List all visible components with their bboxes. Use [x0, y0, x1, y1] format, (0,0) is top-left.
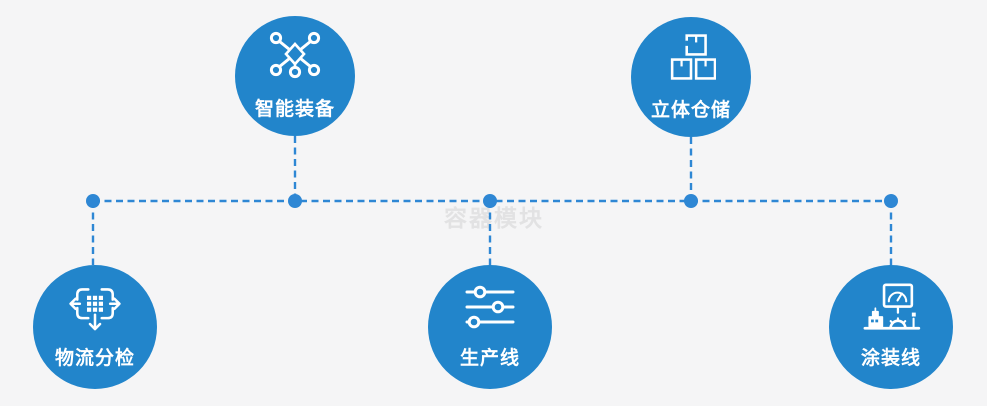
stacked-boxes-icon [666, 33, 717, 81]
junction-dot [86, 194, 100, 208]
junction-dot [483, 194, 497, 208]
node-label: 物流分检 [54, 347, 135, 369]
junction-dot [288, 194, 302, 208]
junction-dots [86, 194, 898, 208]
node-label: 涂装线 [860, 347, 921, 369]
node-logistics-sorting[interactable]: 物流分检 [33, 265, 157, 389]
network-nodes-icon [269, 31, 321, 79]
node-production-line[interactable]: 生产线 [428, 265, 552, 389]
node-painting-line[interactable]: 涂装线 [829, 265, 953, 389]
sliders-icon [465, 285, 515, 329]
sort-distribute-icon [67, 281, 123, 335]
watermark-text: 容器模块 [444, 206, 544, 232]
junction-dot [684, 194, 698, 208]
node-label: 生产线 [459, 347, 520, 369]
node-stereoscopic-warehouse[interactable]: 立体仓储 [631, 17, 751, 137]
node-label: 立体仓储 [650, 99, 731, 121]
node-label: 智能装备 [254, 98, 335, 120]
control-station-icon [858, 283, 924, 337]
junction-dot [884, 194, 898, 208]
node-smart-equipment[interactable]: 智能装备 [235, 16, 355, 136]
